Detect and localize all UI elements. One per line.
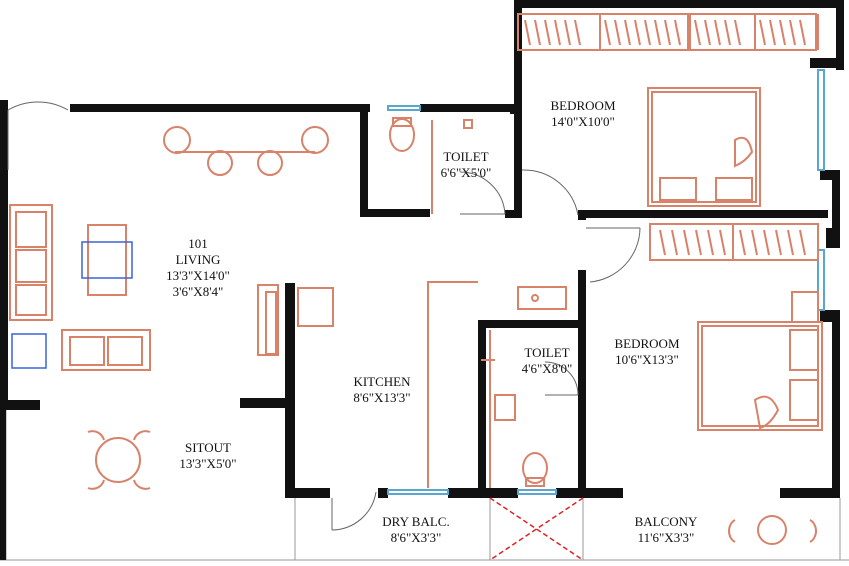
bedroom-top-size: 14'0"X10'0" (551, 114, 615, 129)
toilet-mid-name: TOILET (524, 345, 570, 360)
toilet-top-size: 6'6"X5'0" (440, 165, 492, 180)
sitout-size: 13'3"X5'0" (179, 456, 237, 471)
dry-balcony-name: DRY BALC. (382, 514, 450, 529)
dry-balcony-size: 8'6"X3'3" (390, 530, 442, 545)
duct-cross (489, 497, 584, 561)
dry-balcony-label: DRY BALC. 8'6"X3'3" (382, 514, 449, 546)
blue-fixtures (11, 241, 133, 369)
bedroom-mid-name: BEDROOM (614, 336, 680, 351)
living-label: 101 LIVING 13'3"X14'0" 3'6"X8'4" (166, 236, 230, 300)
sitout-name: SITOUT (185, 440, 231, 455)
toilet-top-name: TOILET (443, 149, 489, 164)
balcony-name: BALCONY (634, 514, 698, 529)
windows (387, 69, 825, 495)
doors (7, 101, 641, 531)
bedroom-mid-label: BEDROOM 10'6"X13'3" (614, 336, 679, 368)
living-size: 13'3"X14'0" (166, 268, 230, 283)
living-name: LIVING (175, 252, 221, 267)
toilet-mid-label: TOILET 4'6"X8'0" (522, 345, 573, 377)
balcony-size: 11'6"X3'3" (637, 530, 695, 545)
living-number: 101 (188, 236, 208, 251)
balcony-label: BALCONY 11'6"X3'3" (635, 514, 698, 546)
bedroom-top-label: BEDROOM 14'0"X10'0" (550, 98, 615, 130)
bedroom-top-name: BEDROOM (550, 98, 616, 113)
furniture (9, 13, 823, 545)
living-size-2: 3'6"X8'4" (172, 284, 224, 299)
toilet-top-label: TOILET 6'6"X5'0" (441, 149, 492, 181)
kitchen-name: KITCHEN (353, 374, 411, 389)
toilet-mid-size: 4'6"X8'0" (521, 361, 573, 376)
bedroom-mid-size: 10'6"X13'3" (615, 352, 679, 367)
kitchen-label: KITCHEN 8'6"X13'3" (353, 374, 410, 406)
sitout-label: SITOUT 13'3"X5'0" (179, 440, 236, 472)
kitchen-size: 8'6"X13'3" (353, 390, 411, 405)
